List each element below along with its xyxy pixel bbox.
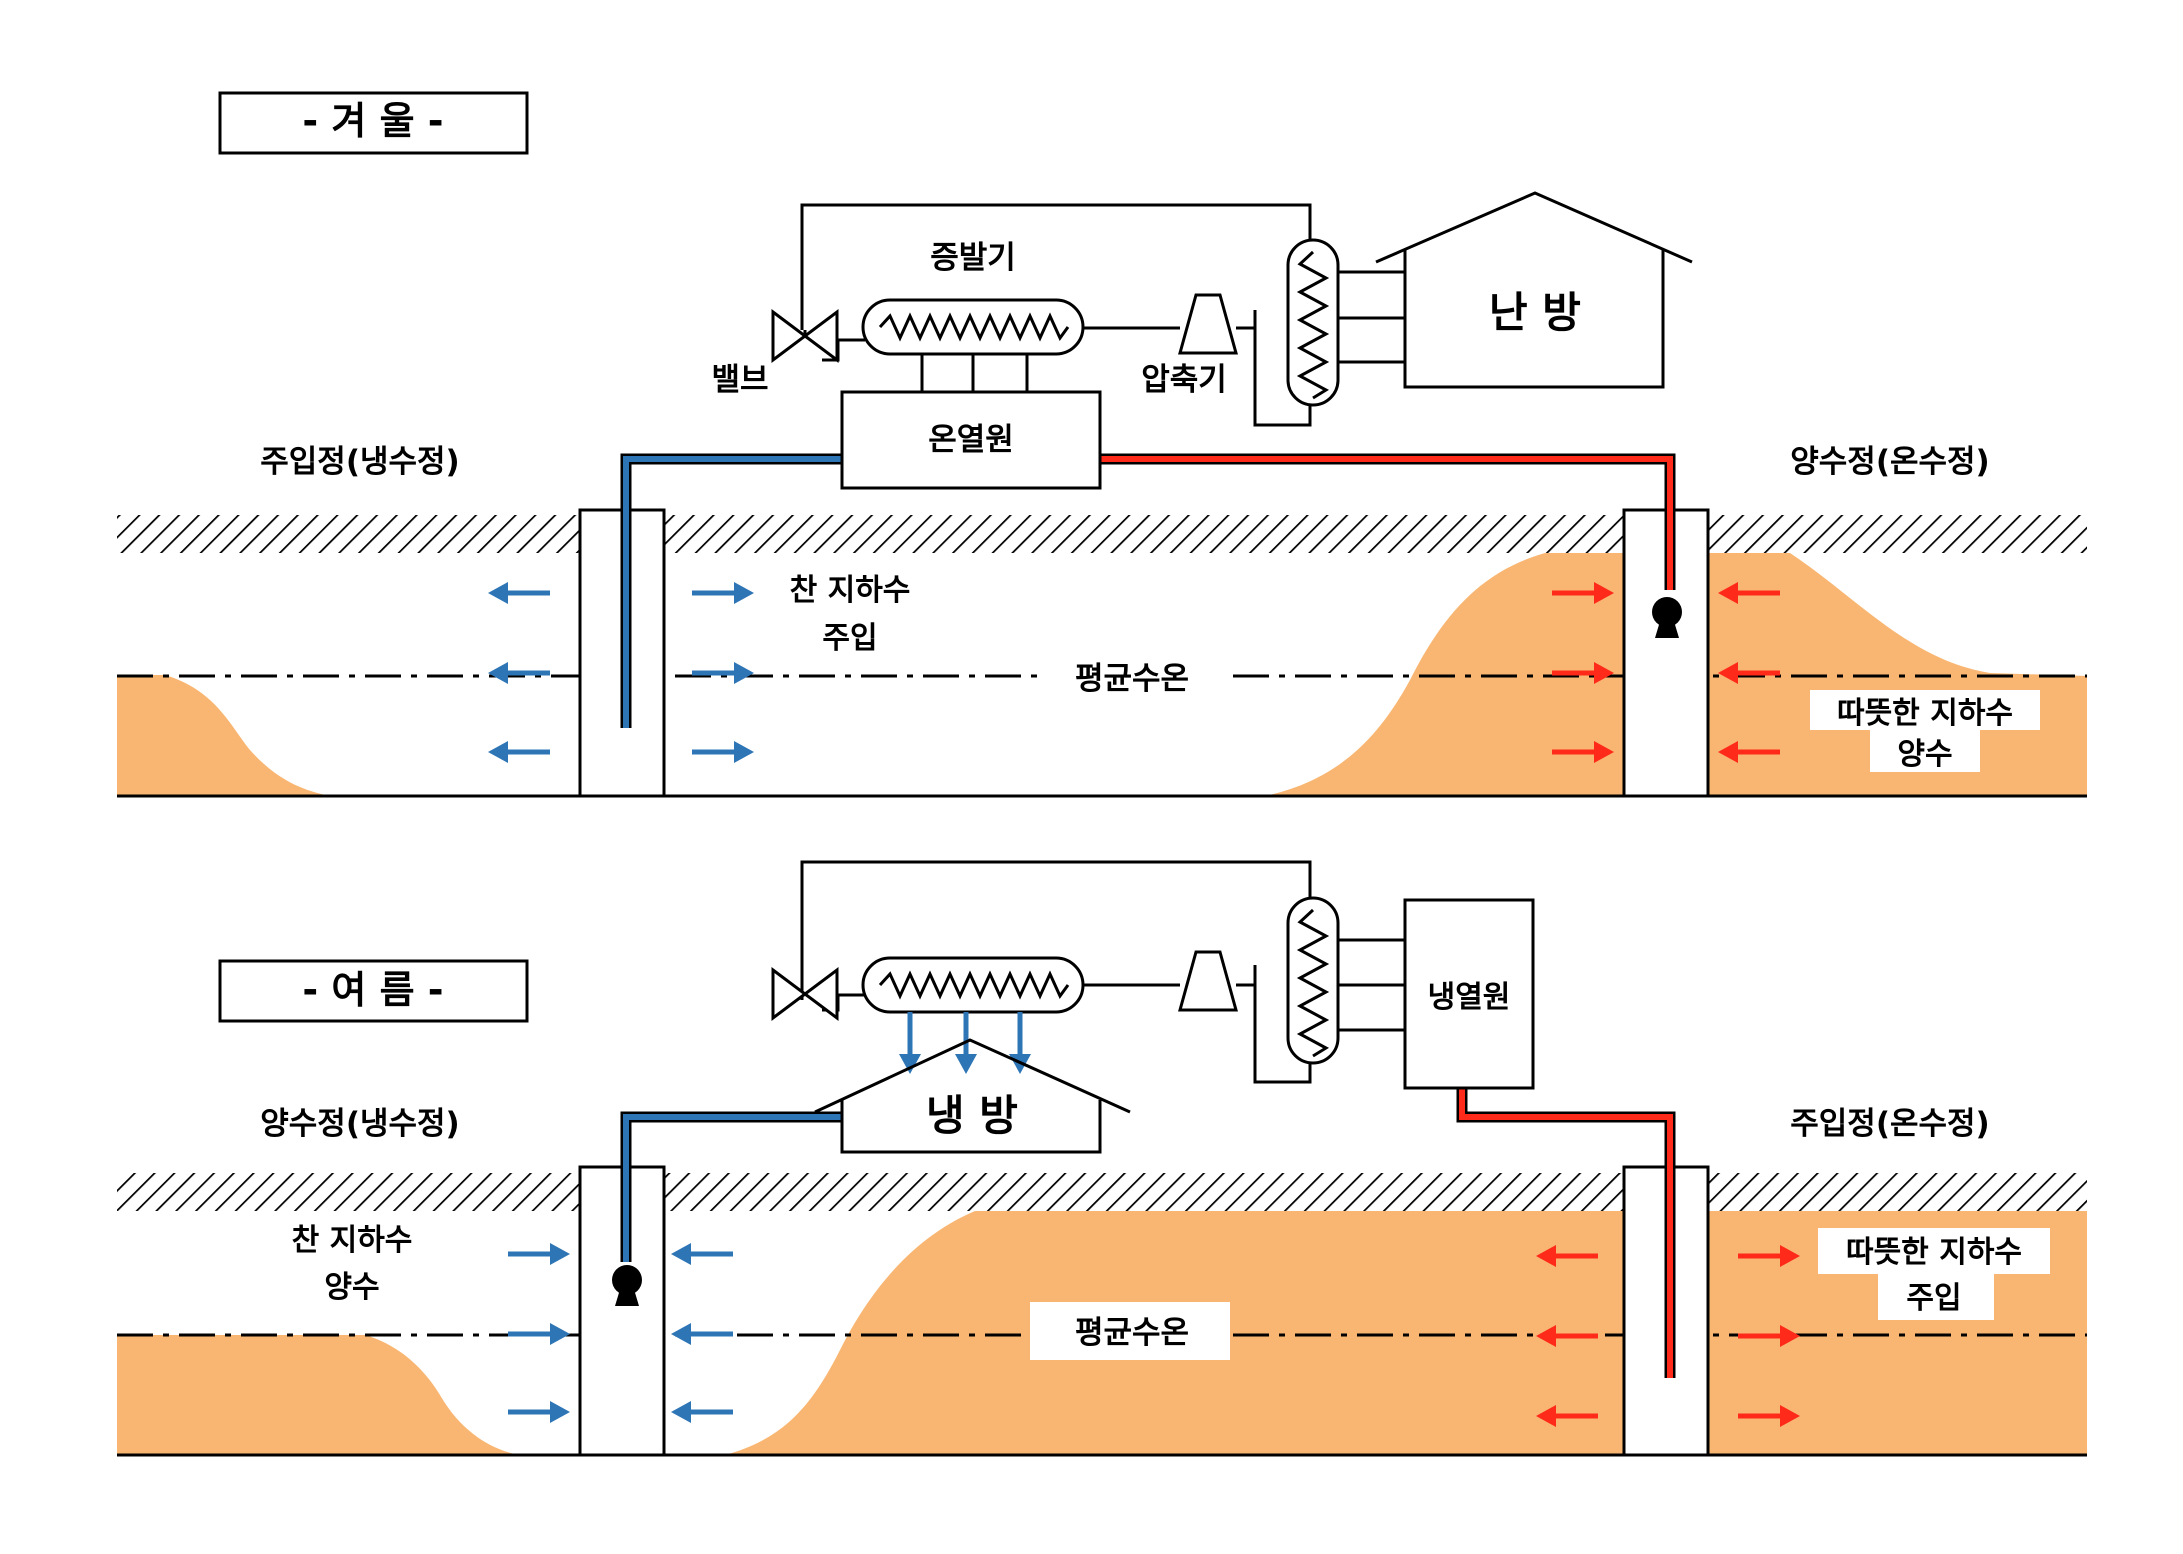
arrow-left-icon xyxy=(671,1323,733,1345)
summer-right-warm-zone xyxy=(725,1211,2087,1455)
winter-evaporator-label: 증발기 xyxy=(930,240,1016,276)
winter-title-box xyxy=(218,91,529,155)
arrow-right-icon xyxy=(508,1401,570,1423)
winter-title: - 겨 울 - xyxy=(302,99,443,143)
arrow-left-icon xyxy=(1536,1245,1598,1267)
arrow-down-icon xyxy=(899,1012,921,1074)
arrow-left-icon xyxy=(488,741,550,763)
summer-condenser-coil xyxy=(1296,908,1330,1058)
summer-warm-water-box xyxy=(1818,1228,2050,1274)
arrow-right-icon xyxy=(1738,1245,1800,1267)
winter-pump-icon xyxy=(1652,597,1682,638)
summer-left-well-label: 양수정(냉수정) xyxy=(260,1106,459,1142)
arrow-left-icon xyxy=(488,662,550,684)
arrow-left-icon xyxy=(1536,1325,1598,1347)
winter-avg-temp-label: 평균수온 xyxy=(1075,661,1189,697)
winter-avg-temp-label-bg xyxy=(1040,652,1225,698)
summer-avg-temp-label-bg xyxy=(1030,1302,1230,1360)
winter-panel: - 겨 울 - 평균수온 주입정(냉수정) 양수정(온수정) 온열원 xyxy=(117,91,2087,798)
summer-warm-injection-arrows xyxy=(1536,1245,1800,1427)
winter-warm-water-box-2 xyxy=(1870,730,1980,772)
arrow-left-icon xyxy=(1718,741,1780,763)
summer-cold-source-label: 냉열원 xyxy=(1428,980,1511,1015)
winter-evaporator-coil xyxy=(878,312,1070,342)
arrow-right-icon xyxy=(692,662,754,684)
summer-cooling-house-icon xyxy=(814,1038,1131,1154)
summer-condenser-return xyxy=(1253,965,1312,1084)
winter-condenser xyxy=(1286,238,1340,407)
arrow-right-icon xyxy=(692,582,754,604)
summer-cold-pumping-arrows xyxy=(508,1243,733,1423)
winter-valve-label: 밸브 xyxy=(711,362,768,398)
summer-cooling-arrows xyxy=(899,1012,1031,1074)
summer-title-box xyxy=(218,959,529,1023)
summer-panel: - 여 름 - 평균수온 양수정(냉수정) 주입정(온수정) xyxy=(117,860,2087,1457)
winter-heat-source-label: 온열원 xyxy=(928,422,1014,458)
arrow-left-icon xyxy=(1718,582,1780,604)
arrow-right-icon xyxy=(1552,582,1614,604)
summer-evaporator-coil xyxy=(878,970,1070,1000)
arrow-right-icon xyxy=(508,1323,570,1345)
winter-cold-injection-arrows xyxy=(488,582,754,763)
arrow-right-icon xyxy=(1738,1405,1800,1427)
winter-cold-water-line1: 찬 지하수 xyxy=(790,573,911,608)
winter-heating-house-icon xyxy=(1375,191,1693,389)
summer-cold-water-line2: 양수 xyxy=(324,1270,379,1305)
arrow-right-icon xyxy=(1552,662,1614,684)
winter-ground-surface xyxy=(117,515,2087,553)
winter-warm-water-line1: 따뜻한 지하수 xyxy=(1837,696,2013,731)
winter-hot-pipe-fill xyxy=(1100,456,1673,590)
summer-hot-pipe-fill xyxy=(1459,1088,1673,1378)
winter-valve-icon xyxy=(771,309,839,363)
arrow-left-icon xyxy=(488,582,550,604)
winter-warm-water-line2: 양수 xyxy=(1897,737,1952,772)
winter-heating-label: 난 방 xyxy=(1489,288,1581,337)
summer-warm-water-line1: 따뜻한 지하수 xyxy=(1846,1235,2022,1270)
summer-cold-water-line1: 찬 지하수 xyxy=(292,1223,413,1258)
summer-warm-water-box-2 xyxy=(1878,1274,1994,1320)
summer-avg-temp-label: 평균수온 xyxy=(1075,1315,1189,1351)
summer-cold-pipe-fill xyxy=(623,1114,842,1262)
winter-compressor-label: 압축기 xyxy=(1141,362,1227,398)
summer-condenser xyxy=(1286,896,1340,1065)
summer-left-warm-zone xyxy=(117,1335,520,1455)
summer-pump-icon xyxy=(612,1265,642,1306)
arrow-right-icon xyxy=(1552,741,1614,763)
summer-cold-source-box xyxy=(1403,898,1535,1090)
arrow-right-icon xyxy=(1738,1325,1800,1347)
winter-evaporator xyxy=(861,298,1085,356)
summer-title: - 여 름 - xyxy=(302,968,443,1012)
arrow-down-icon xyxy=(955,1012,977,1074)
arrow-left-icon xyxy=(1536,1405,1598,1427)
summer-right-well-label: 주입정(온수정) xyxy=(1790,1106,1989,1142)
summer-valve-icon xyxy=(771,967,839,1021)
winter-condenser-coil xyxy=(1296,250,1330,400)
arrow-right-icon xyxy=(692,741,754,763)
winter-left-well-label: 주입정(냉수정) xyxy=(260,444,459,480)
arrow-right-icon xyxy=(508,1243,570,1265)
winter-cold-water-line2: 주입 xyxy=(822,621,877,656)
winter-refrigerant-loop-top xyxy=(800,203,1312,330)
winter-left-warm-zone xyxy=(117,675,330,796)
summer-compressor-icon xyxy=(1178,950,1238,1012)
summer-evaporator xyxy=(861,956,1085,1014)
arrow-left-icon xyxy=(671,1401,733,1423)
winter-warm-pumping-arrows xyxy=(1552,582,1780,763)
summer-warm-water-line2: 주입 xyxy=(1906,1281,1961,1316)
winter-warm-water-box xyxy=(1810,690,2040,730)
winter-heat-source-box xyxy=(840,390,1102,490)
winter-condenser-return xyxy=(1253,310,1312,427)
winter-compressor-icon xyxy=(1178,293,1238,355)
winter-cold-pipe-fill xyxy=(623,456,842,728)
arrow-left-icon xyxy=(671,1243,733,1265)
summer-cooling-label: 냉 방 xyxy=(926,1091,1018,1140)
winter-right-well-label: 양수정(온수정) xyxy=(1790,444,1989,480)
arrow-left-icon xyxy=(1718,662,1780,684)
summer-ground-surface xyxy=(117,1173,2087,1211)
summer-refrigerant-loop-top xyxy=(800,860,1312,1000)
